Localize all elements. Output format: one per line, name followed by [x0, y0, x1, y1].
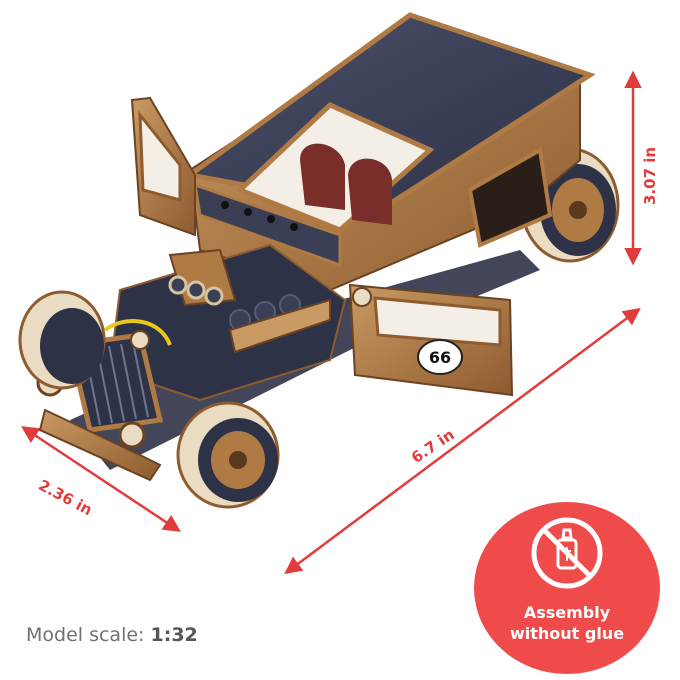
- no-glue-badge: Assembly without glue: [474, 502, 660, 674]
- model-scale-label: Model scale:: [26, 624, 145, 646]
- wooden-car-model: 66: [18, 12, 620, 509]
- model-scale-value: 1:32: [150, 624, 198, 646]
- front-left-wheel: [18, 290, 106, 390]
- door-number: 66: [429, 348, 451, 367]
- front-right-wheel: [176, 401, 280, 509]
- badge-line-1: Assembly: [523, 603, 611, 622]
- height-dimension-label: 3.07 in: [641, 146, 659, 205]
- door-number-roundel: [417, 339, 463, 375]
- width-arrow: [21, 426, 181, 532]
- badge-line-2: without glue: [509, 624, 625, 643]
- model-scale: Model scale: 1:32: [26, 624, 198, 646]
- no-glue-icon: [531, 517, 603, 589]
- length-arrow: [284, 307, 641, 575]
